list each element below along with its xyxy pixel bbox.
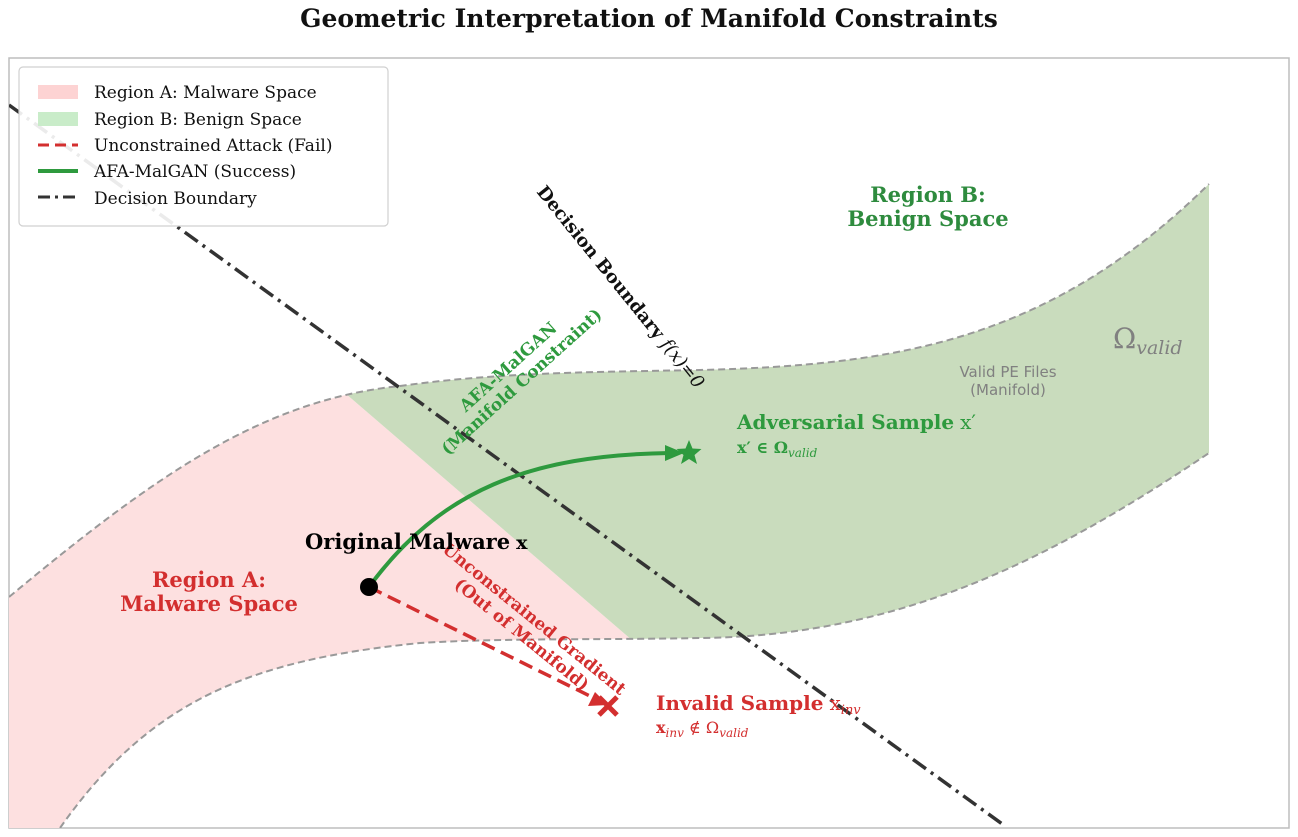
legend-label-region-a: Region A: Malware Space xyxy=(94,83,317,103)
legend-label-boundary: Decision Boundary xyxy=(94,189,257,209)
manifold-upper-edge xyxy=(9,183,1210,598)
figure-title: Geometric Interpretation of Manifold Con… xyxy=(300,4,998,33)
manifold-benign-region xyxy=(9,184,1209,828)
omega-valid-label: Ωvalid xyxy=(1113,322,1183,359)
manifold-label-line2: (Manifold) xyxy=(970,381,1046,399)
unconstrained-attack-path xyxy=(368,585,599,702)
manifold-lower-edge xyxy=(59,452,1210,828)
manifold-label-line1: Valid PE Files xyxy=(959,363,1056,381)
legend-swatch-region-a xyxy=(38,85,78,99)
region-b-label-line2: Benign Space xyxy=(847,206,1008,231)
legend-swatch-region-b xyxy=(38,112,78,126)
afa-malgan-arrowhead xyxy=(665,445,684,461)
region-a-label-line2: Malware Space xyxy=(120,591,298,616)
original-malware-point xyxy=(360,578,378,596)
legend: Region A: Malware Space Region B: Benign… xyxy=(18,66,389,227)
legend-label-region-b: Region B: Benign Space xyxy=(94,110,302,130)
legend-box xyxy=(18,66,389,227)
region-a-label-line1: Region A: xyxy=(152,567,266,592)
invalid-sample-formula: xinv ∉ Ωvalid xyxy=(656,718,749,740)
decision-boundary-line xyxy=(9,103,1007,828)
legend-label-afa: AFA-MalGAN (Success) xyxy=(93,162,296,182)
region-b-label-line1: Region B: xyxy=(870,182,986,207)
adversarial-sample-star xyxy=(676,440,702,464)
afa-malgan-path xyxy=(367,451,671,589)
legend-label-unconstrained: Unconstrained Attack (Fail) xyxy=(94,136,332,156)
adversarial-sample-formula: x′ ∈ Ωvalid xyxy=(737,438,818,460)
invalid-sample-marker xyxy=(597,695,619,717)
